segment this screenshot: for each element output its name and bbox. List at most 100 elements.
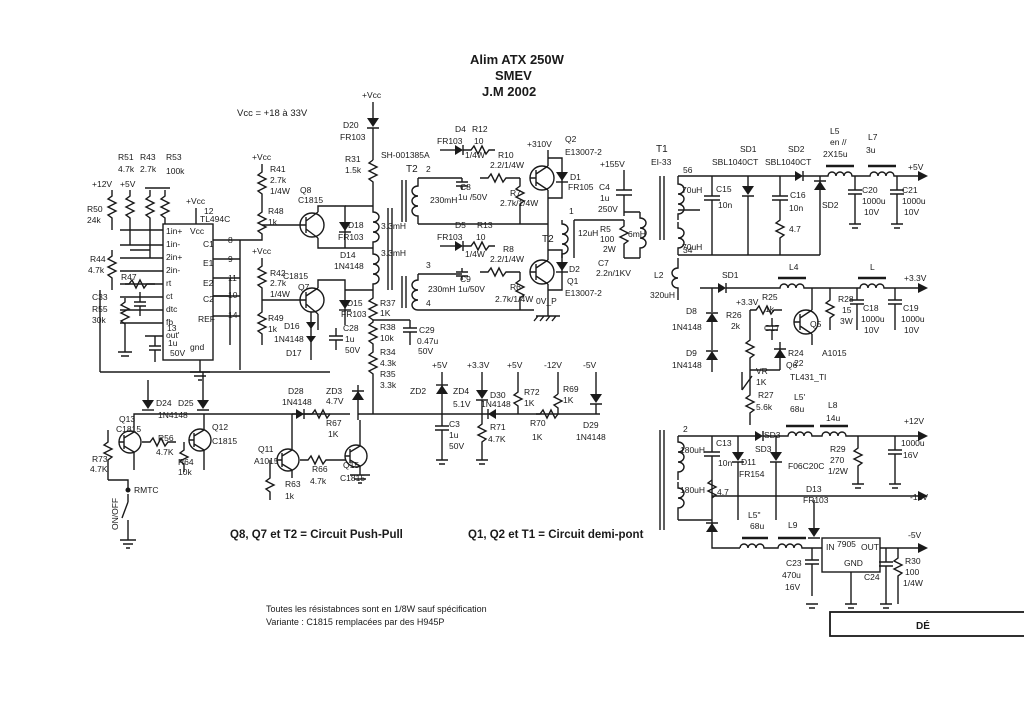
D9-label: D9: [686, 348, 697, 358]
pin-vcc: Vcc: [190, 226, 205, 236]
L180a-label: 180uH: [680, 445, 705, 455]
R63-label: R63: [285, 479, 301, 489]
C16-label: C16: [790, 190, 806, 200]
pushpull-section: +Vcc +Vcc R41 2.7k 1/4W R48 1k R42 2.7k …: [240, 90, 439, 395]
VR-value: 1K: [756, 377, 767, 387]
D14-value: 1N4148: [334, 261, 364, 271]
R27-label: R27: [758, 390, 774, 400]
out-m12v: -12V: [910, 492, 928, 502]
R29-label: R29: [830, 444, 846, 454]
pin-ct: ct: [166, 291, 173, 301]
R12-value: 10: [474, 136, 484, 146]
R51-value: 4.7k: [118, 164, 135, 174]
D25-label: D25: [178, 398, 194, 408]
rail-vcc-top: +Vcc: [362, 90, 382, 100]
C29-voltage: 50V: [418, 346, 433, 356]
D2-label: D2: [569, 264, 580, 274]
reg-out: OUT: [861, 542, 879, 552]
rail-b5a: +5V: [432, 360, 448, 370]
C20-cap: 1000u: [862, 196, 886, 206]
pin-e2: E2: [203, 278, 214, 288]
C13-value: 10n: [718, 458, 732, 468]
C15-value: 10n: [718, 200, 732, 210]
ZD3-value: 4.7V: [326, 396, 344, 406]
pin-fb: fb: [166, 317, 173, 327]
D4-label: D4: [455, 124, 466, 134]
C4-cap: 1u: [600, 193, 610, 203]
D16-label: D16: [284, 321, 300, 331]
Q12-label: Q12: [212, 422, 228, 432]
R24-value: 22: [794, 358, 804, 368]
note-resistors: Toutes les résistabnces sont en 1/8W sau…: [266, 604, 487, 614]
R31-value: 1.5k: [345, 165, 362, 175]
R34-label: R34: [380, 347, 396, 357]
C18-cap: 1000u: [861, 314, 885, 324]
ZD4-value: 5.1V: [453, 399, 471, 409]
D13-value: FR103: [803, 495, 829, 505]
R12-label: R12: [472, 124, 488, 134]
L8-label: L8: [828, 400, 838, 410]
caption-pushpull: Q8, Q7 et T2 = Circuit Push-Pull: [230, 529, 403, 541]
rail-b5b: +5V: [507, 360, 523, 370]
T1-core: EI-33: [651, 157, 672, 167]
onoff-label: ON/OFF: [110, 498, 120, 530]
R42-value: 2.7k: [270, 278, 287, 288]
Q13-label: Q13: [119, 414, 135, 424]
R28-value: 15: [842, 305, 852, 315]
C3-label: C3: [449, 419, 460, 429]
R6-value: 2.7k/1/4W: [495, 294, 533, 304]
R13-power: 1/4W: [465, 249, 485, 259]
rail-b33: +3.3V: [467, 360, 490, 370]
SD2-bottom-label: SD2: [822, 200, 839, 210]
C4-label: C4: [599, 182, 610, 192]
D20-label: D20: [343, 120, 359, 130]
R70-label: R70: [530, 418, 546, 428]
rail-0v-p: 0V_P: [536, 296, 557, 306]
R12-power: 1/4W: [465, 150, 485, 160]
L5p-value: 68u: [790, 404, 804, 414]
SD1-label: SD1: [740, 144, 757, 154]
rail-vcc-r42: +Vcc: [252, 246, 272, 256]
L5p-label: L5': [794, 392, 805, 402]
C9-value: 1u/50V: [458, 284, 485, 294]
R70-value: 1K: [532, 432, 543, 442]
R30-label: R30: [905, 556, 921, 566]
C21-voltage: 10V: [904, 207, 919, 217]
D13-label: D13: [806, 484, 822, 494]
R35-value: 3.3k: [380, 380, 397, 390]
C19-cap: 1000u: [901, 314, 925, 324]
C-12v-voltage: 16V: [903, 450, 918, 460]
R64-value: 10k: [178, 467, 192, 477]
Q2-value: E13007-2: [565, 147, 602, 157]
L6mH-label: 6mH: [628, 229, 646, 239]
ZD3-label: ZD3: [326, 386, 342, 396]
D28-label: D28: [288, 386, 304, 396]
L12uH-label: 12uH: [578, 228, 598, 238]
VR-label: VR: [756, 366, 768, 376]
D15-label: D15: [347, 298, 363, 308]
R56-value: 4.7K: [156, 447, 174, 457]
C17-label: C17: [764, 323, 780, 333]
R66-label: R66: [312, 464, 328, 474]
C-12v-cap: 1000u: [901, 438, 925, 448]
T2-pin3: 3: [426, 260, 431, 270]
R44-value: 4.7k: [88, 265, 105, 275]
R28-label: R28: [838, 294, 854, 304]
D9-value: 1N4148: [672, 360, 702, 370]
R71-value: 4.7K: [488, 434, 506, 444]
tl494-label: TL494C: [200, 214, 230, 224]
R38-value: 10k: [380, 333, 394, 343]
Q5-label: Q5: [810, 319, 822, 329]
R5-label: R5: [600, 224, 611, 234]
R25-label: R25: [762, 292, 778, 302]
D11-value: FR154: [739, 469, 765, 479]
pin-1in-m: 1in-: [166, 239, 180, 249]
R66-value: 4.7k: [310, 476, 327, 486]
pin-num-10: 10: [228, 290, 238, 300]
R29-value: 270: [830, 455, 844, 465]
pin-2in-p: 2in+: [166, 252, 182, 262]
pin-gnd: gnd: [190, 342, 204, 352]
rail-310v: +310V: [527, 139, 552, 149]
rail12-section: 2 180uH 180uH C13 10n 4.7 SD3 L5' 68u L8…: [659, 392, 928, 609]
